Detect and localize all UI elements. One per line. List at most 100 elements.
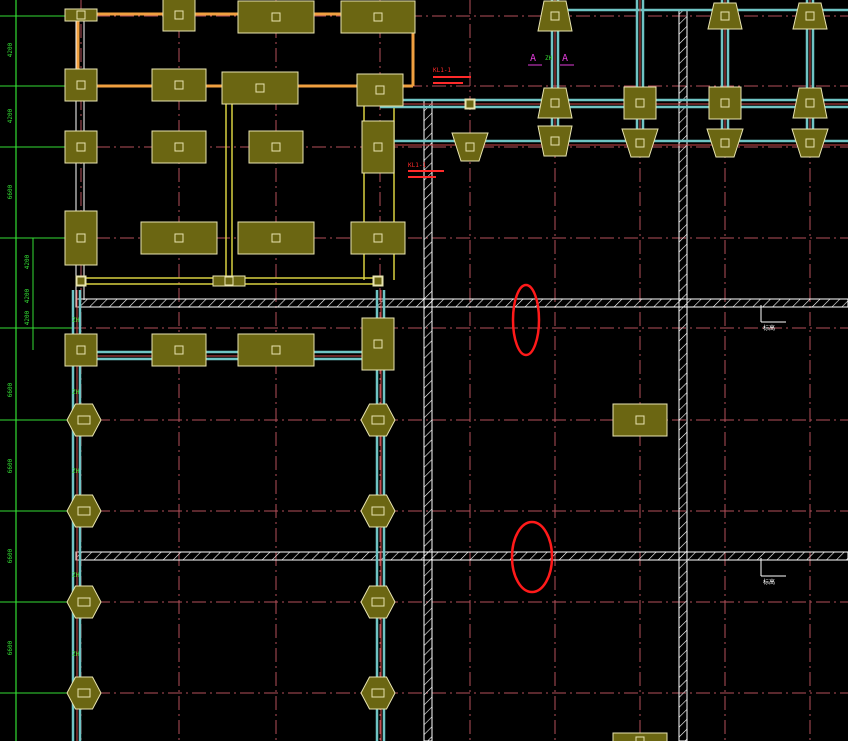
column-stub xyxy=(371,415,385,425)
svg-text:标高: 标高 xyxy=(763,578,775,586)
dimension-text: 6600 xyxy=(7,548,14,563)
footing-pad xyxy=(64,68,98,102)
column-stub xyxy=(174,142,184,152)
left-dimension-chain xyxy=(15,0,34,741)
column-stub xyxy=(635,736,645,741)
footing-pad xyxy=(356,73,404,107)
wall-vertical-mid xyxy=(423,99,433,741)
column-stub xyxy=(373,142,383,152)
column-stub xyxy=(77,415,91,425)
column-stub xyxy=(76,10,86,20)
column-stub xyxy=(465,142,475,152)
column-stub xyxy=(174,80,184,90)
highlight-ellipse-lower[interactable] xyxy=(510,520,554,594)
footing-pad xyxy=(612,403,668,437)
dimension-text: 4200 xyxy=(24,288,31,303)
footing-pad-polygonal xyxy=(360,403,396,437)
footing-pad xyxy=(340,0,416,34)
footing-pad xyxy=(75,275,87,287)
column-stub xyxy=(805,98,815,108)
pile-mark: ZH xyxy=(72,468,80,475)
beam-note-lower xyxy=(408,176,436,178)
footing-pad xyxy=(237,221,315,255)
column-stub xyxy=(720,138,730,148)
column-stub xyxy=(373,233,383,243)
footing-pad-trapezoid xyxy=(706,128,744,158)
footing-pad-trapezoid xyxy=(537,87,573,119)
column-stub xyxy=(271,233,281,243)
column-stub xyxy=(550,98,560,108)
column-stub xyxy=(373,276,383,286)
column-stub xyxy=(271,345,281,355)
column-stub xyxy=(720,98,730,108)
footing-pad-polygonal xyxy=(66,494,102,528)
column-stub xyxy=(271,12,281,22)
pile-mark: ZH xyxy=(72,389,80,396)
dimension-text: 4200 xyxy=(24,254,31,269)
beam-tag-upper: KL1-1 xyxy=(433,67,451,74)
footing-pad xyxy=(64,210,98,266)
section-mark-right: A xyxy=(562,53,568,64)
wall-horizontal-lower xyxy=(75,551,848,561)
column-stub xyxy=(373,12,383,22)
footing-pad xyxy=(623,86,657,120)
column-stub xyxy=(805,138,815,148)
svg-text:标高: 标高 xyxy=(763,324,775,332)
level-marker-lower: 标高 xyxy=(760,558,786,586)
footing-pad-polygonal xyxy=(66,676,102,710)
footing-pad xyxy=(350,221,406,255)
footing-pad xyxy=(64,8,98,22)
level-marker-upper: 标高 xyxy=(760,305,786,332)
column-stub xyxy=(371,688,385,698)
column-stub xyxy=(76,233,86,243)
footing-pad-trapezoid xyxy=(791,128,829,158)
dimension-text: 6600 xyxy=(7,458,14,473)
pile-mark: ZH xyxy=(72,317,80,324)
column-stub xyxy=(255,83,265,93)
pile-marks: ZH ZH ZH ZH ZH ZH xyxy=(72,55,553,658)
footing-pad xyxy=(361,317,395,371)
footing-pad-trapezoid xyxy=(792,2,828,30)
pile-mark: ZH xyxy=(545,55,553,62)
column-stub xyxy=(720,11,730,21)
footing-pad-polygonal xyxy=(360,494,396,528)
column-stub xyxy=(271,142,281,152)
footing-pad xyxy=(361,120,395,174)
dimension-text: 6600 xyxy=(7,382,14,397)
footing-pad xyxy=(151,68,207,102)
footing-pad xyxy=(151,333,207,367)
column-stub xyxy=(373,339,383,349)
column-stub xyxy=(76,80,86,90)
beam-note-lower xyxy=(408,170,444,172)
dimension-text: 6600 xyxy=(7,184,14,199)
footing-pad-polygonal xyxy=(360,585,396,619)
column-stub xyxy=(224,276,234,286)
footing-pad xyxy=(248,130,304,164)
column-stub xyxy=(550,136,560,146)
footing-pad xyxy=(221,71,299,105)
column-stub xyxy=(77,506,91,516)
column-stub xyxy=(77,688,91,698)
footing-pad-polygonal xyxy=(66,585,102,619)
column-stub xyxy=(174,233,184,243)
annotations: A A KL1-1 KL1-1 标高 标高 xyxy=(408,53,786,594)
footing-pad xyxy=(212,275,246,287)
footing-pad xyxy=(464,98,476,110)
column-stub xyxy=(635,415,645,425)
pile-mark: ZH xyxy=(72,651,80,658)
column-stub xyxy=(76,345,86,355)
dimension-text: 6600 xyxy=(7,640,14,655)
pile-mark: ZH xyxy=(72,572,80,579)
footing-pad xyxy=(64,130,98,164)
dimension-text: 4200 xyxy=(24,310,31,325)
footing-pad xyxy=(237,333,315,367)
footing-pad-trapezoid xyxy=(707,2,743,30)
column-stub xyxy=(371,506,385,516)
footing-pad-trapezoid xyxy=(451,132,489,162)
footing-pad xyxy=(151,130,207,164)
footings xyxy=(64,0,829,741)
footing-pad xyxy=(237,0,315,34)
highlight-ellipse-upper[interactable] xyxy=(511,283,541,357)
